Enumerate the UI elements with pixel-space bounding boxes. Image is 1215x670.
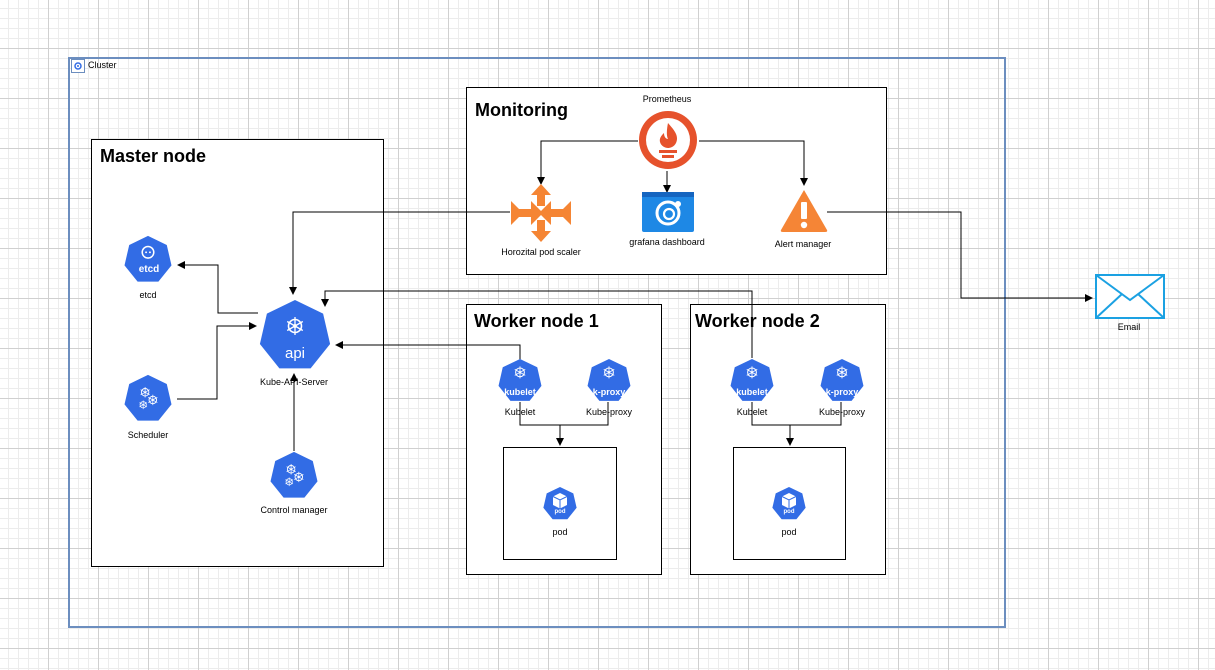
kube-proxy-icon-worker-1[interactable] xyxy=(586,358,632,404)
etcd-badge: etcd xyxy=(138,264,160,275)
kubelet-icon-worker-1[interactable] xyxy=(497,358,543,404)
kubelet-icon-worker-2[interactable] xyxy=(729,358,775,404)
grafana-dashboard-label: grafana dashboard xyxy=(629,237,705,247)
prometheus-label: Prometheus xyxy=(642,94,692,104)
kubelet-label-worker-1: Kubelet xyxy=(504,407,536,417)
kube-api-server-label: Kube-API-Server xyxy=(259,377,329,387)
kproxy-badge-worker-2: k-proxy xyxy=(825,387,859,397)
cluster-label: Cluster xyxy=(88,60,117,70)
alert-manager-warning-icon[interactable] xyxy=(779,188,829,234)
cluster-container[interactable] xyxy=(68,57,1006,628)
pod-icon-worker-2[interactable] xyxy=(771,486,807,522)
pod-label-worker-1: pod xyxy=(552,527,568,537)
scheduler-label: Scheduler xyxy=(127,430,169,440)
worker-node-2-title: Worker node 2 xyxy=(695,311,820,331)
master-node-box[interactable] xyxy=(91,139,384,567)
alert-manager-label: Alert manager xyxy=(774,239,832,249)
kube-proxy-icon-worker-2[interactable] xyxy=(819,358,865,404)
kube-api-server-icon[interactable] xyxy=(257,298,333,374)
prometheus-icon[interactable] xyxy=(637,109,699,171)
pod-badge-worker-2: pod xyxy=(783,509,795,515)
kube-proxy-label-worker-1: Kube-proxy xyxy=(585,407,633,417)
email-envelope-icon[interactable] xyxy=(1095,274,1165,319)
kubelet-badge-worker-2: kubelet xyxy=(736,387,768,397)
horizontal-pod-scaler-label: Horozital pod scaler xyxy=(501,247,581,257)
master-node-title: Master node xyxy=(100,146,207,166)
control-manager-label: Control manager xyxy=(260,505,328,515)
etcd-label: etcd xyxy=(139,290,157,300)
scheduler-icon[interactable] xyxy=(122,373,174,425)
grafana-dashboard-icon[interactable] xyxy=(642,192,694,232)
kube-proxy-label-worker-2: Kube-proxy xyxy=(818,407,866,417)
pod-badge-worker-1: pod xyxy=(554,509,566,515)
api-badge: api xyxy=(284,345,306,362)
worker-node-1-title: Worker node 1 xyxy=(474,311,599,331)
kubelet-label-worker-2: Kubelet xyxy=(736,407,768,417)
horizontal-pod-scaler-icon[interactable] xyxy=(509,184,573,242)
etcd-icon[interactable] xyxy=(122,234,174,286)
pod-label-worker-2: pod xyxy=(781,527,797,537)
email-label: Email xyxy=(1117,322,1141,332)
kproxy-badge-worker-1: k-proxy xyxy=(592,387,626,397)
cluster-icon xyxy=(71,59,85,73)
kubelet-badge-worker-1: kubelet xyxy=(504,387,536,397)
monitoring-title: Monitoring xyxy=(475,100,568,120)
control-manager-icon[interactable] xyxy=(268,450,320,502)
pod-icon-worker-1[interactable] xyxy=(542,486,578,522)
